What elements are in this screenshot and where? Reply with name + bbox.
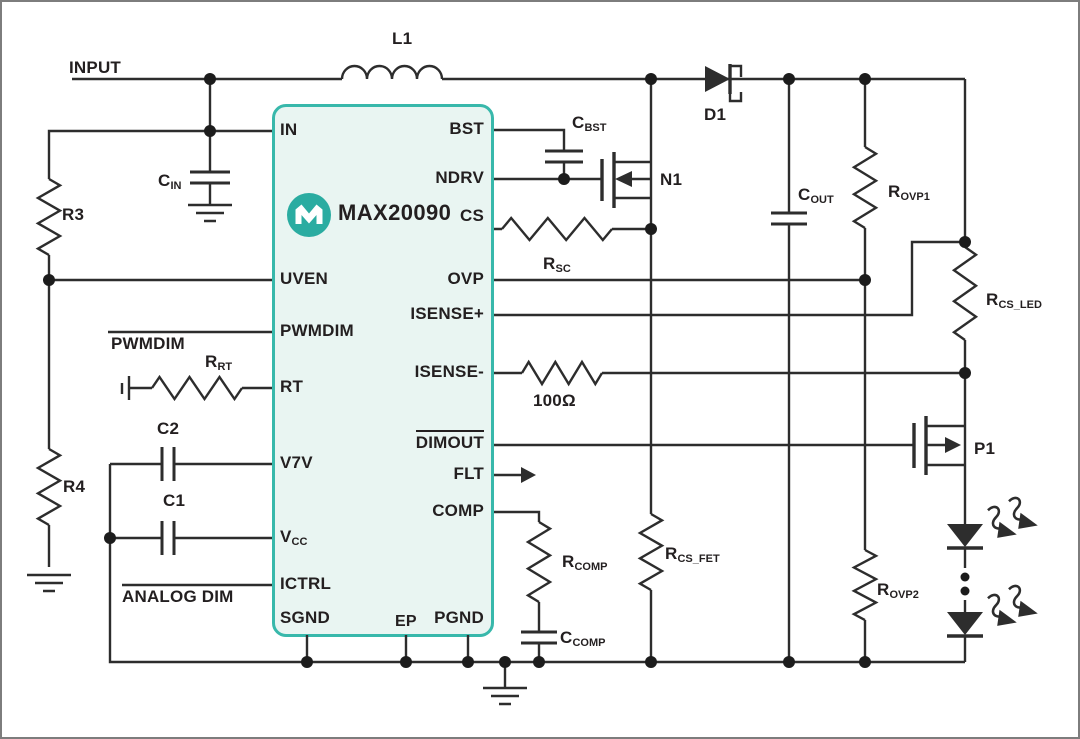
pin-vcc: VCC	[280, 527, 308, 548]
resistor-rcs-led	[951, 79, 979, 524]
capacitor-ccomp	[521, 630, 557, 645]
label-n1: N1	[660, 170, 683, 189]
capacitor-c2	[110, 447, 272, 481]
label-d1: D1	[704, 105, 727, 124]
pin-ictrl: ICTRL	[280, 574, 332, 593]
mosfet-p1	[912, 416, 965, 475]
label-r3: R3	[62, 205, 85, 224]
pin-pwmdim: PWMDIM	[280, 321, 354, 340]
diode-d1	[705, 64, 743, 103]
pin-isense-plus: ISENSE+	[410, 304, 484, 323]
capacitor-cout	[771, 79, 807, 662]
label-p1: P1	[974, 439, 996, 458]
capacitor-cin	[188, 131, 232, 223]
label-c1: C1	[163, 491, 186, 510]
mosfet-n1	[600, 79, 653, 229]
top-rail	[72, 77, 965, 131]
led-1	[947, 496, 1040, 568]
capacitor-cbst	[494, 128, 583, 179]
pin-ovp: OVP	[447, 269, 484, 288]
resistor-r3	[35, 129, 272, 567]
label-rcs-fet: RCS_FET	[665, 544, 720, 565]
pin-isense-minus: ISENSE-	[414, 362, 484, 381]
pin-ndrv: NDRV	[435, 168, 484, 187]
resistor-rovp2	[851, 548, 879, 622]
resistor-rsc	[494, 216, 651, 242]
ic-ground-stubs	[305, 635, 470, 662]
pin-rt: RT	[280, 377, 304, 396]
label-rovp1: ROVP1	[888, 182, 930, 203]
led-series-dot	[960, 586, 970, 596]
wire-isense-plus	[494, 240, 965, 317]
capacitor-c1	[110, 521, 272, 555]
led-2	[947, 584, 1040, 662]
resistor-rcomp	[494, 510, 553, 662]
pin-pgnd: PGND	[434, 608, 484, 627]
ic-body	[272, 104, 494, 637]
inductor-l1	[340, 64, 444, 80]
bottom-rail	[108, 464, 965, 664]
maxim-logo-icon	[287, 193, 331, 237]
pin-cs: CS	[459, 206, 484, 225]
pin-in: IN	[280, 120, 298, 139]
pin-ep: EP	[395, 613, 417, 630]
resistor-100ohm	[494, 359, 965, 387]
junction-dots	[43, 73, 971, 668]
pin-uven: UVEN	[280, 269, 329, 288]
label-c2: C2	[157, 419, 180, 438]
net-label-analog-dim: ANALOG DIM	[122, 587, 234, 606]
pin-comp: COMP	[432, 501, 484, 520]
net-label-input: INPUT	[69, 58, 121, 77]
label-rovp2: ROVP2	[877, 580, 919, 601]
pin-bst: BST	[449, 119, 484, 138]
ic-part-number: MAX20090	[338, 200, 452, 225]
label-100ohm: 100Ω	[533, 391, 576, 410]
resistor-r4	[35, 447, 63, 527]
pin-dimout: DIMOUT	[415, 430, 484, 454]
pin-sgnd: SGND	[280, 608, 330, 627]
label-ccomp: CCOMP	[560, 628, 606, 649]
flt-arrow-icon	[494, 467, 536, 483]
led-series-dot	[960, 572, 970, 582]
label-l1: L1	[392, 29, 413, 48]
resistor-rcs-fet	[637, 229, 665, 662]
resistor-rrt	[120, 374, 272, 402]
net-label-pwmdim: PWMDIM	[111, 334, 185, 353]
pin-v7v: V7V	[280, 453, 313, 472]
label-cin: CIN	[158, 171, 182, 192]
label-rcs-led: RCS_LED	[986, 290, 1042, 311]
ground-r4-icon	[27, 573, 71, 593]
label-rcomp: RCOMP	[562, 552, 608, 573]
ground-bottom-icon	[483, 662, 527, 706]
label-cbst: CBST	[572, 113, 607, 134]
label-rrt: RRT	[205, 352, 233, 373]
pin-flt: FLT	[453, 464, 484, 483]
label-cout: COUT	[798, 185, 834, 206]
label-r4: R4	[63, 477, 86, 496]
label-rsc: RSC	[543, 254, 571, 275]
